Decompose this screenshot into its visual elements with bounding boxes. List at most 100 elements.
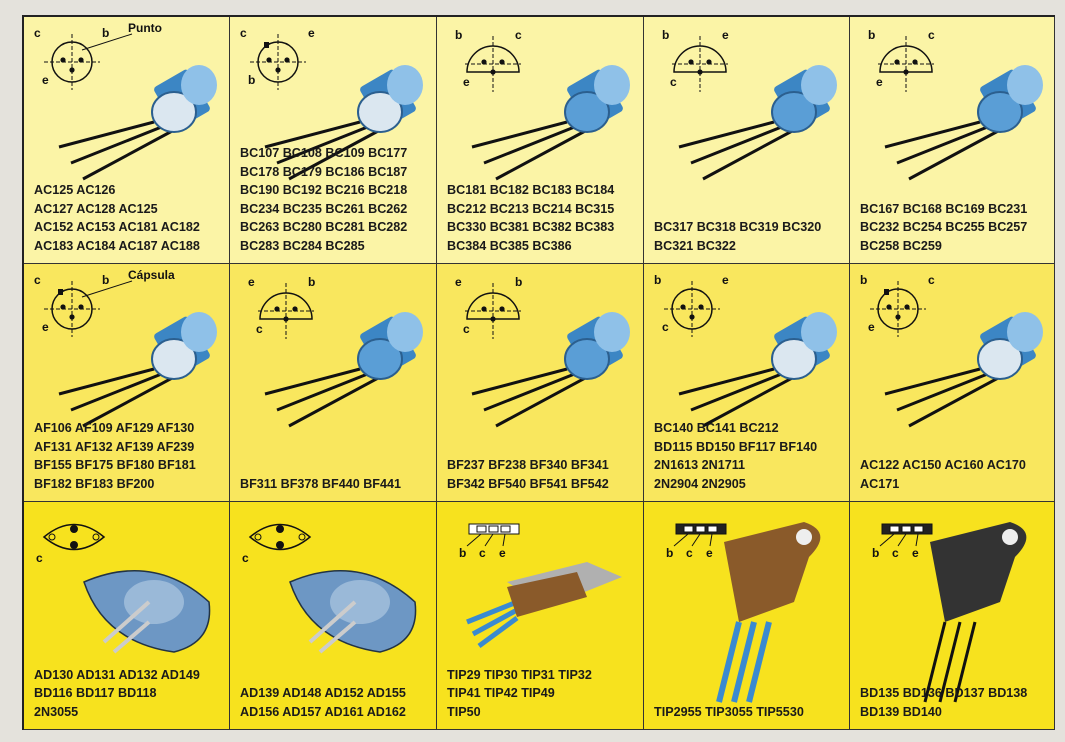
transistor-body	[289, 570, 417, 654]
pin-label: c	[242, 551, 249, 565]
pinout-diagram	[465, 283, 521, 339]
part-numbers-line: BD116 BD117 BD118	[34, 686, 157, 700]
transistor-body	[83, 570, 211, 654]
pin-label: c	[515, 28, 522, 42]
transistor-body	[716, 522, 821, 703]
pinout-diagram	[673, 523, 727, 547]
pin-label: c	[34, 273, 41, 287]
part-numbers-line: BC384 BC385 BC386	[447, 238, 572, 253]
transistor-body	[471, 312, 630, 428]
part-numbers-line: BC258 BC259	[860, 238, 942, 253]
part-numbers-line: BC178 BC179 BC186 BC187	[240, 164, 408, 179]
part-numbers-line: BC234 BC235 BC261 BC262	[240, 201, 408, 216]
part-numbers-line: BF237 BF238 BF340 BF341	[447, 458, 609, 472]
part-numbers-line: BF182 BF183 BF200	[34, 476, 155, 491]
transistor-body	[58, 312, 217, 428]
part-numbers-line: BC317 BC318 BC319 BC320	[654, 220, 822, 234]
pin-label: b	[868, 28, 875, 42]
part-numbers-line: TIP29 TIP30 TIP31 TIP32	[447, 667, 592, 682]
pin-label: b	[308, 275, 315, 289]
pin-label: c	[670, 75, 677, 89]
part-numbers-line: BD139 BD140	[860, 704, 942, 719]
part-numbers-line: BC330 BC381 BC382 BC383	[447, 220, 615, 234]
part-numbers-line: AC122 AC150 AC160 AC170	[860, 458, 1026, 472]
pinout-diagram	[250, 34, 306, 90]
pin-label: e	[42, 320, 49, 334]
part-numbers-line: 2N1613 2N1711	[654, 458, 746, 472]
part-numbers-line: BC181 BC182 BC183 BC184	[447, 183, 615, 197]
pin-label: e	[455, 275, 462, 289]
part-numbers-list: BF311 BF378 BF440 BF441	[240, 475, 432, 494]
pin-label: e	[868, 320, 875, 334]
pinout-diagram	[870, 281, 926, 337]
transistor-body	[264, 65, 423, 181]
pin-label: c	[892, 546, 899, 560]
part-numbers-line: BC321 BC322	[654, 238, 736, 253]
part-numbers-line: 2N3055	[34, 704, 79, 719]
part-numbers-list: TIP2955 TIP3055 TIP5530	[654, 703, 845, 722]
annotation-label: Cápsula	[128, 268, 175, 282]
pinout-diagram	[878, 36, 934, 92]
pinout-diagram	[44, 33, 133, 90]
pin-label: b	[248, 73, 255, 87]
part-numbers-line: AF131 AF132 AF139 AF239	[34, 439, 195, 454]
part-numbers-line: BC232 BC254 BC255 BC257	[860, 220, 1028, 234]
pin-label: c	[240, 26, 247, 40]
part-numbers-line: 2N2904 2N2905	[654, 476, 746, 491]
pinout-diagram	[44, 280, 133, 337]
pin-label: c	[928, 273, 935, 287]
part-numbers-line: TIP50	[447, 704, 481, 719]
part-numbers-line: BF311 BF378 BF440 BF441	[240, 476, 402, 491]
pin-label: c	[256, 322, 263, 336]
transistor-body	[471, 65, 630, 181]
pinout-diagram	[466, 523, 520, 547]
pin-label: b	[515, 275, 522, 289]
part-numbers-line: AC152 AC153 AC181 AC182	[34, 220, 200, 234]
pin-label: c	[463, 322, 470, 336]
transistor-body	[466, 562, 622, 649]
pinout-diagram	[248, 523, 312, 551]
pin-label: b	[872, 546, 879, 560]
part-numbers-line: BC212 BC213 BC214 BC315	[447, 201, 615, 216]
part-numbers-line: BC283 BC284 BC285	[240, 238, 365, 253]
pin-label: e	[912, 546, 919, 560]
pin-label: b	[666, 546, 673, 560]
pin-label: c	[479, 546, 486, 560]
pinout-diagram	[672, 36, 728, 92]
annotation-label: Punto	[128, 21, 162, 35]
pin-label: b	[654, 273, 661, 287]
part-numbers-line: BC167 BC168 BC169 BC231	[860, 201, 1028, 216]
pin-label: b	[102, 273, 109, 287]
pinout-diagram	[42, 523, 106, 551]
part-numbers-line: AC171	[860, 476, 900, 491]
part-numbers-line: AD130 AD131 AD132 AD149	[34, 667, 200, 682]
part-numbers-line: AF106 AF109 AF129 AF130	[34, 421, 195, 435]
pinout-diagram	[664, 281, 720, 337]
part-numbers-line: BC263 BC280 BC281 BC282	[240, 220, 408, 234]
pinout-diagram	[465, 36, 521, 92]
pin-label: b	[459, 546, 466, 560]
pin-label: e	[722, 28, 729, 42]
part-numbers-line: AC127 AC128 AC125	[34, 201, 158, 216]
